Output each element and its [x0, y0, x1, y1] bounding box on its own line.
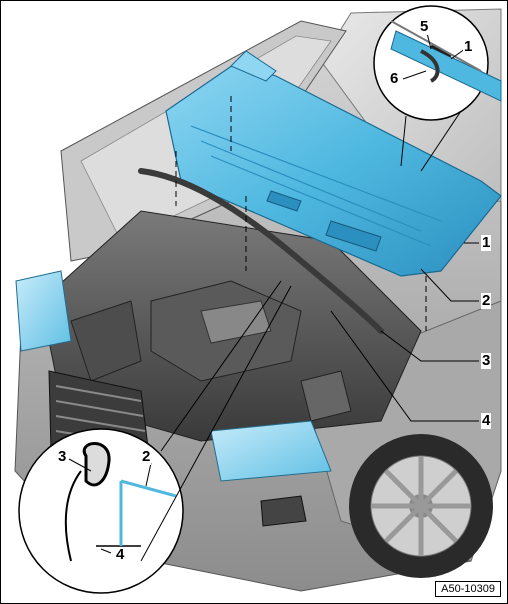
callout-4-detail: 4: [115, 546, 126, 563]
seal-strip: [138, 168, 384, 334]
detail-inset-top: [373, 5, 502, 121]
headlight-right: [210, 420, 332, 482]
callout-2-detail: 2: [141, 448, 152, 465]
callout-1-detail: 1: [463, 38, 474, 55]
figure-reference-code: A50-10309: [435, 581, 501, 597]
detail-inset-bottom: [18, 428, 184, 594]
detail-inset-bottom-pointer: [140, 280, 292, 562]
callout-6-detail: 6: [389, 70, 400, 87]
assembly-guide-lines: [175, 96, 427, 331]
callout-3-main: 3: [481, 352, 492, 369]
callout-4-main: 4: [481, 412, 492, 429]
callout-2-main: 2: [481, 292, 492, 309]
headlight-left: [15, 270, 72, 352]
callout-1-main: 1: [481, 234, 492, 251]
callout-3-detail: 3: [57, 448, 68, 465]
detail-inset-top-pointer: [400, 110, 462, 172]
callout-5-detail: 5: [419, 18, 430, 35]
plenum-panel-cover: [165, 50, 502, 277]
front-wheel: [349, 434, 493, 578]
fog-light: [260, 495, 307, 527]
